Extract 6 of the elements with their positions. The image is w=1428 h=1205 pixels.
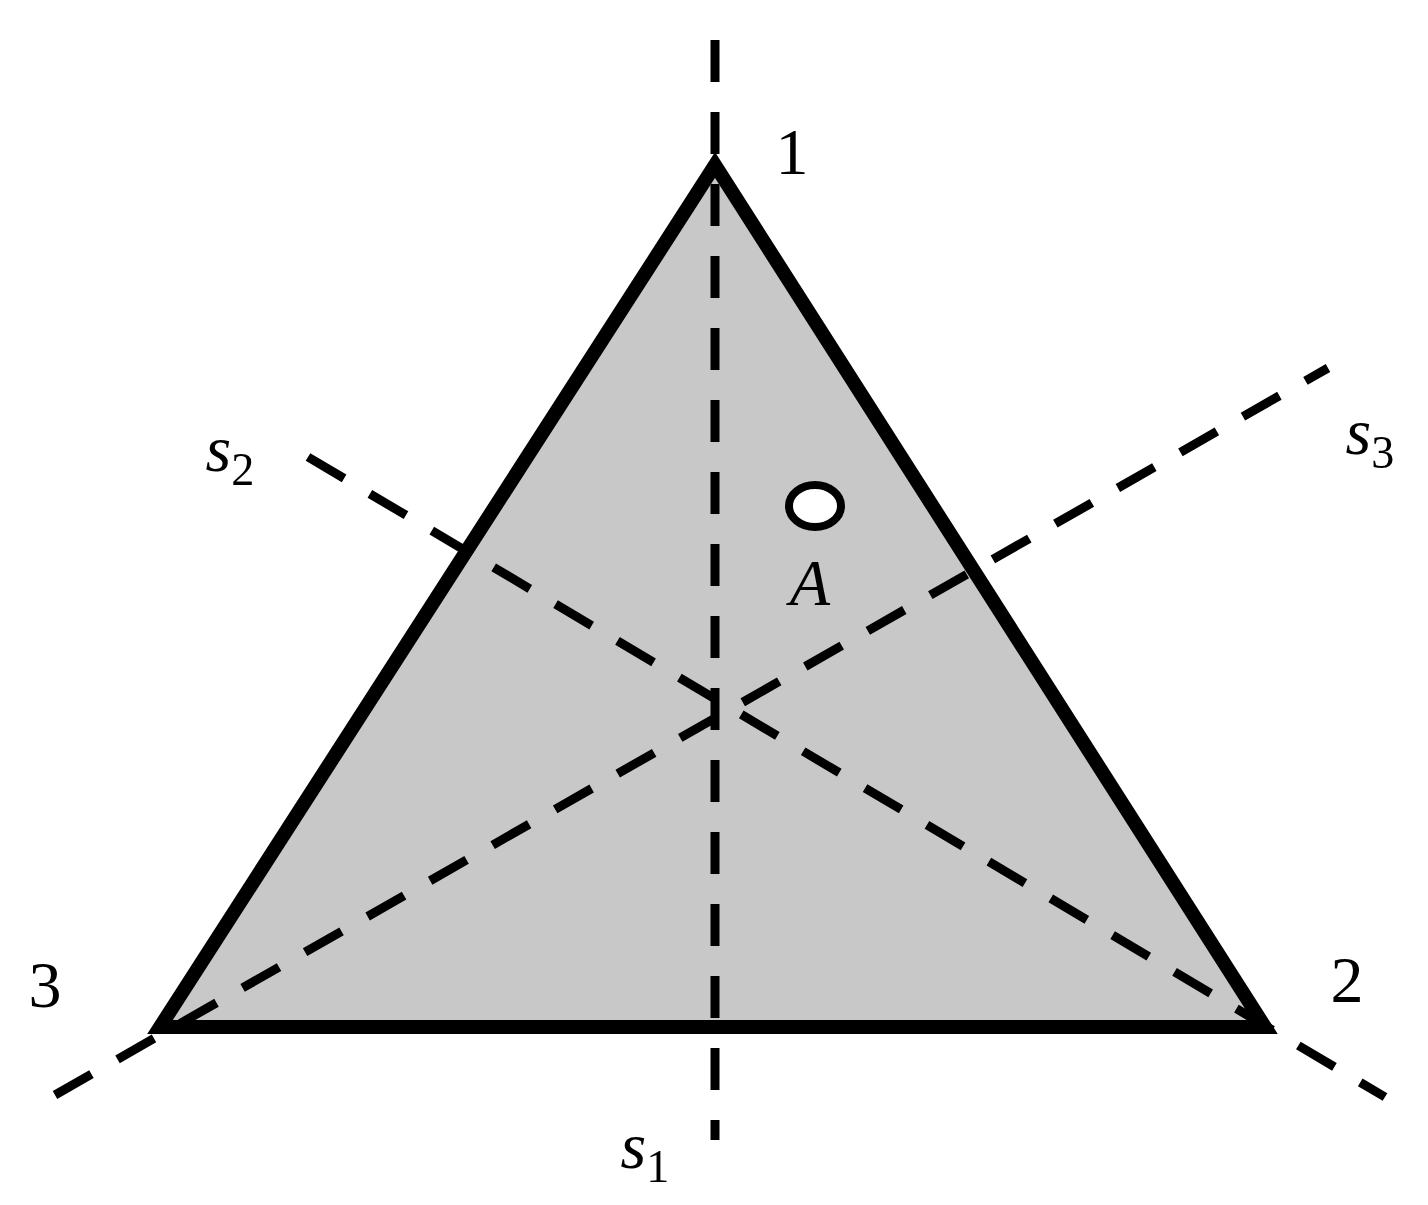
vertex-number: 1 bbox=[775, 119, 809, 185]
axis-label: s$_{1}$ bbox=[620, 1113, 670, 1191]
axis-label: s$_{2}$ bbox=[205, 416, 255, 494]
axis-label: s$_{3}$ bbox=[1345, 399, 1395, 477]
vertex-number: 2 bbox=[1330, 947, 1364, 1013]
vertex-number: 3 bbox=[28, 952, 62, 1018]
